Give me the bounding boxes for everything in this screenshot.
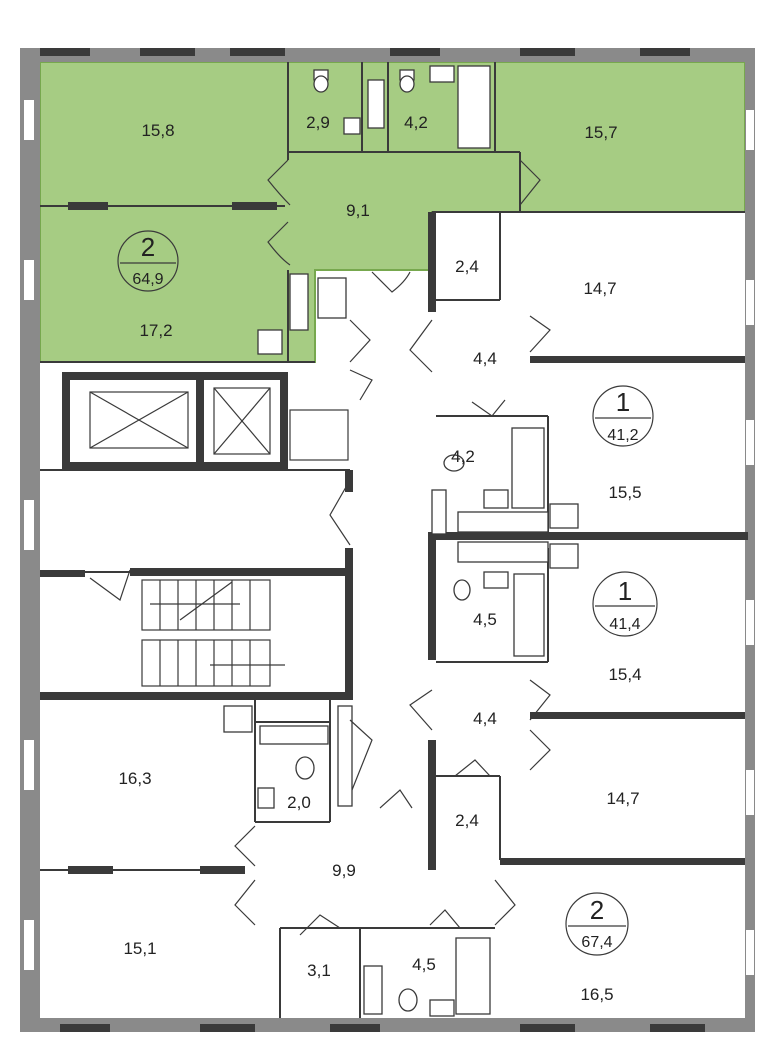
bathtub-icon [457, 65, 491, 149]
toilet-icon [295, 756, 315, 780]
apartment-number: 1 [618, 576, 632, 606]
room-area: 4,5 [412, 955, 436, 974]
interior-walls [40, 62, 748, 1018]
room-area: 16,5 [580, 985, 613, 1004]
sink-icon [257, 329, 283, 355]
apartment-number: 2 [590, 895, 604, 925]
door-swings [89, 159, 551, 936]
sink-icon [429, 65, 455, 83]
apartment-badges [117, 230, 658, 956]
room-area: 15,4 [608, 665, 641, 684]
sink-icon [343, 117, 361, 135]
room-area: 9,1 [346, 201, 370, 220]
room-area: 2,4 [455, 811, 479, 830]
outer-walls [20, 48, 755, 1032]
apartment-total-area: 64,9 [132, 271, 163, 288]
room-area: 15,5 [608, 483, 641, 502]
room-area: 15,8 [141, 121, 174, 140]
sink-icon [429, 999, 455, 1017]
room-area: 9,9 [332, 861, 356, 880]
room-area: 4,5 [473, 610, 497, 629]
room-area: 4,2 [451, 447, 475, 466]
room-area: 14,7 [606, 789, 639, 808]
fixtures [223, 65, 579, 1017]
sink-icon [483, 571, 509, 589]
sink-icon [483, 489, 509, 509]
apartment-number: 1 [616, 387, 630, 417]
room-area: 2,4 [455, 257, 479, 276]
room-area: 2,9 [306, 113, 330, 132]
room-area: 2,0 [287, 793, 311, 812]
room-area: 17,2 [139, 321, 172, 340]
apartment-total-area: 41,4 [609, 616, 640, 633]
staircase-icon [141, 579, 285, 687]
room-area: 3,1 [307, 961, 331, 980]
apartment-total-area: 41,2 [607, 427, 638, 444]
room-area: 14,7 [583, 279, 616, 298]
apartment-number: 2 [141, 232, 155, 262]
apartment-total-area: 67,4 [581, 934, 612, 951]
room-area: 4,4 [473, 709, 497, 728]
room-area: 4,2 [404, 113, 428, 132]
room-area: 15,1 [123, 939, 156, 958]
toilet-icon [453, 579, 471, 601]
toilet-icon [398, 988, 418, 1012]
sink-icon [223, 705, 253, 733]
sink-icon [549, 543, 579, 569]
sink-icon [549, 503, 579, 529]
room-area: 16,3 [118, 769, 151, 788]
room-area: 15,7 [584, 123, 617, 142]
room-area: 4,4 [473, 349, 497, 368]
toilet-icon [443, 454, 465, 472]
sink-icon [257, 787, 275, 809]
